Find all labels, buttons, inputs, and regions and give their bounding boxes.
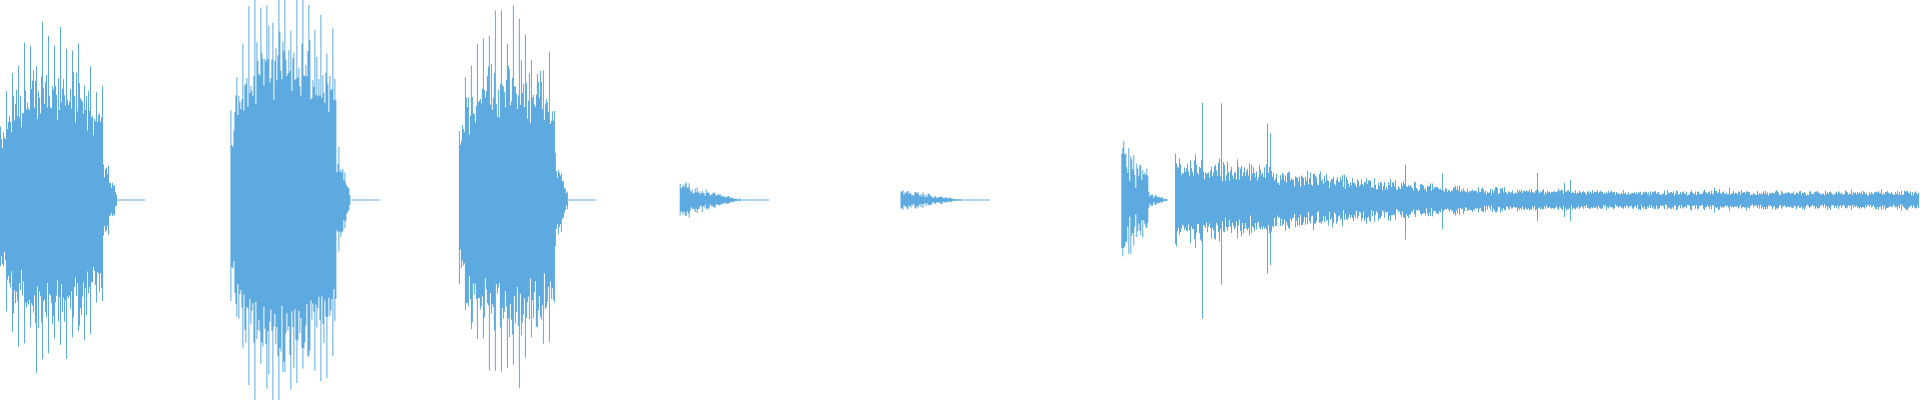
waveform-path-burst-5 (900, 190, 962, 210)
waveform-path-burst-1 (0, 21, 117, 373)
waveform-segment-burst-5 (900, 190, 990, 210)
waveform-segment-burst-2 (230, 0, 380, 400)
waveform-segment-burst-6a (1121, 140, 1168, 257)
waveform-path-burst-2 (230, 0, 351, 400)
waveform-segment-burst-6b (1175, 102, 1919, 319)
waveform-segment-burst-3 (458, 5, 597, 388)
waveform-segment-burst-4 (679, 182, 770, 218)
waveform-path-burst-3 (458, 5, 568, 388)
waveform-path-burst-6b (1175, 102, 1919, 319)
waveform-path-burst-6a (1121, 140, 1168, 257)
waveform-path-burst-4 (679, 182, 741, 218)
waveform-segment-burst-1 (0, 21, 146, 373)
